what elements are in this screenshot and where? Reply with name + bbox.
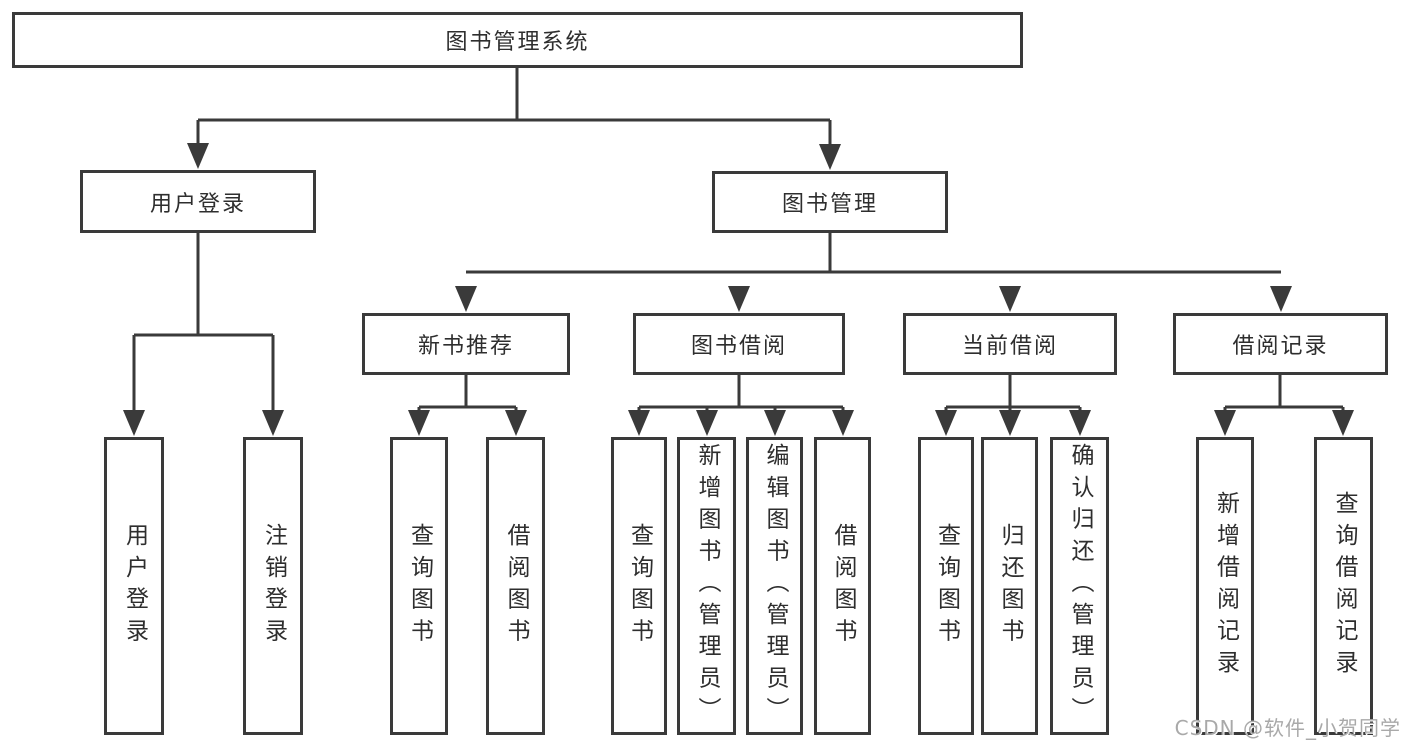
arrowhead-leaf-4 xyxy=(505,410,527,436)
leaf-confirm-return-admin: 确认归还（管理员） xyxy=(1050,437,1109,735)
csdn-watermark: CSDN @软件_小贺同学 xyxy=(1174,716,1401,740)
arrowhead-current xyxy=(999,286,1021,312)
leaf-return-books: 归还图书 xyxy=(981,437,1038,735)
leaf-query-borrow-record: 查询借阅记录 xyxy=(1314,437,1373,735)
leaf-borrow-books-recommend: 借阅图书 xyxy=(486,437,545,735)
leaf-borrow-books: 借阅图书 xyxy=(814,437,871,735)
node-book-management: 图书管理 xyxy=(712,171,948,233)
arrowhead-newbooks xyxy=(455,286,477,312)
arrowhead-leaf-11 xyxy=(1069,410,1091,436)
leaf-query-books-current: 查询图书 xyxy=(918,437,974,735)
arrowhead-leaf-7 xyxy=(764,410,786,436)
leaf-query-books-borrow: 查询图书 xyxy=(611,437,667,735)
leaf-logout: 注销登录 xyxy=(243,437,303,735)
arrowhead-leaf-3 xyxy=(408,410,430,436)
arrowhead-leaf-1 xyxy=(123,410,145,436)
connector-newbooks-branch xyxy=(419,375,516,409)
arrowhead-bookmgmt xyxy=(819,144,841,170)
leaf-user-login: 用户登录 xyxy=(104,437,164,735)
arrowhead-records xyxy=(1270,286,1292,312)
arrowhead-leaf-8 xyxy=(832,410,854,436)
arrowhead-leaf-2 xyxy=(262,410,284,436)
node-current-borrowing: 当前借阅 xyxy=(903,313,1117,375)
node-user-login: 用户登录 xyxy=(80,170,316,233)
arrowhead-userlogin xyxy=(187,143,209,169)
arrowhead-leaf-6 xyxy=(696,410,718,436)
leaf-edit-books-admin: 编辑图书（管理员） xyxy=(746,437,803,735)
connector-bookmgmt-branch xyxy=(466,233,1281,274)
arrowhead-leaf-13 xyxy=(1332,410,1354,436)
leaf-add-books-admin: 新增图书（管理员） xyxy=(677,437,736,735)
connector-records-branch xyxy=(1225,375,1343,409)
arrowhead-leaf-5 xyxy=(628,410,650,436)
arrowhead-leaf-12 xyxy=(1214,410,1236,436)
connector-root-to-level2 xyxy=(198,68,830,122)
connector-userlogin-branch xyxy=(134,233,273,337)
arrowhead-leaf-10 xyxy=(999,410,1021,436)
arrowhead-borrow xyxy=(728,286,750,312)
connector-current-branch xyxy=(946,375,1080,409)
leaf-add-borrow-record: 新增借阅记录 xyxy=(1196,437,1254,735)
node-new-book-recommend: 新书推荐 xyxy=(362,313,570,375)
node-book-borrowing: 图书借阅 xyxy=(633,313,845,375)
arrowhead-leaf-9 xyxy=(935,410,957,436)
connector-borrow-branch xyxy=(639,375,843,409)
node-borrowing-records: 借阅记录 xyxy=(1173,313,1388,375)
node-library-system: 图书管理系统 xyxy=(12,12,1023,68)
leaf-query-books-recommend: 查询图书 xyxy=(390,437,448,735)
connector-arrowheads xyxy=(123,143,1354,436)
